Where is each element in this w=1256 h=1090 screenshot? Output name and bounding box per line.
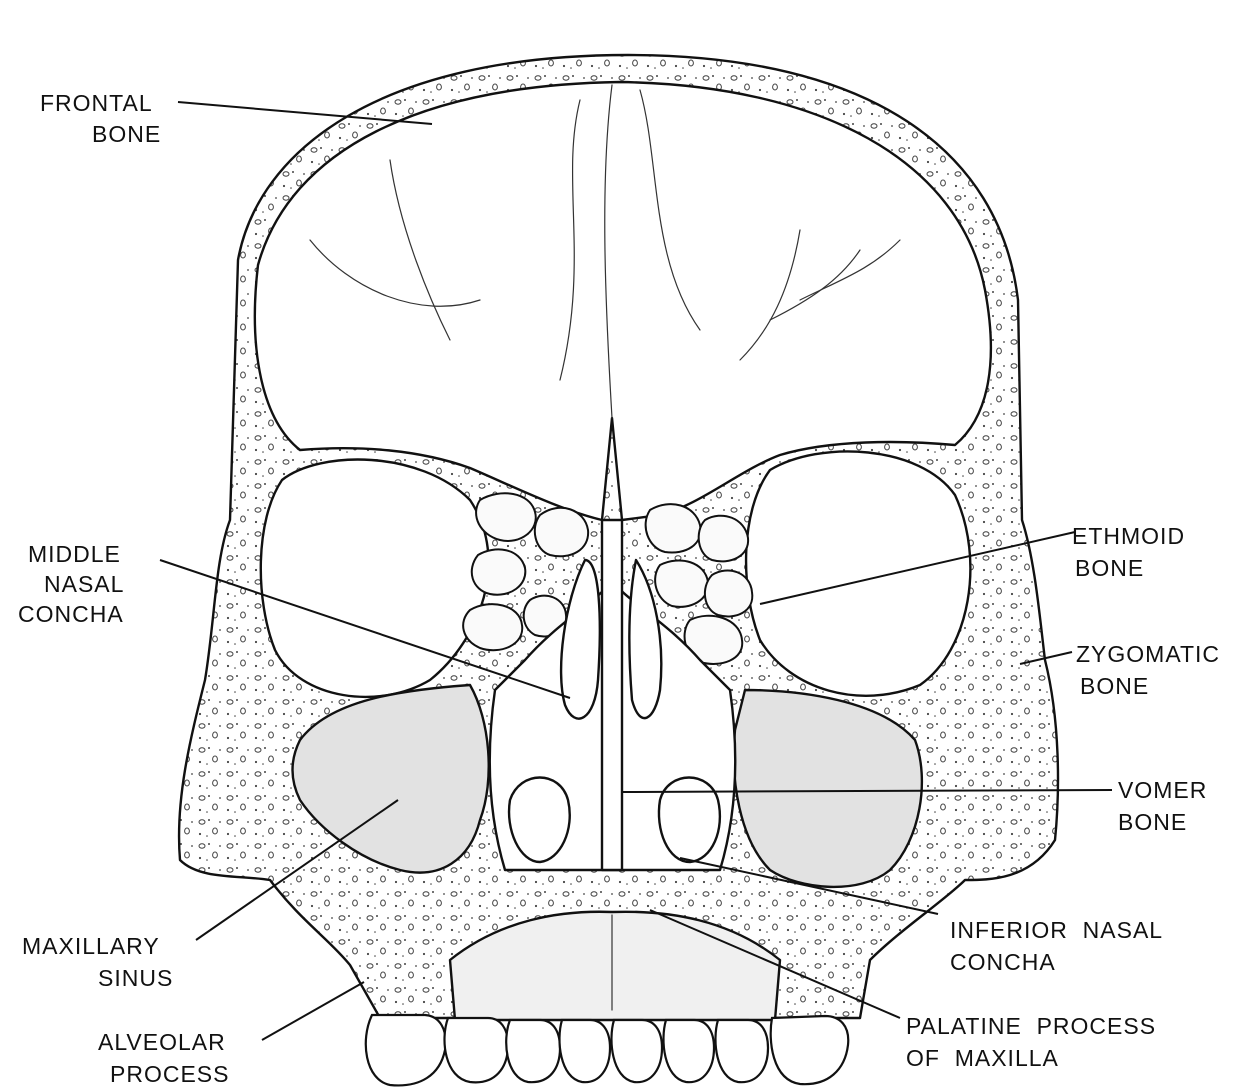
label-zygomatic-bone-line2: BONE bbox=[1080, 673, 1149, 699]
label-palatine-process-line2: OF MAXILLA bbox=[906, 1045, 1059, 1071]
label-ethmoid-bone-line1: ETHMOID bbox=[1072, 523, 1185, 549]
label-ethmoid-bone-line2: BONE bbox=[1075, 555, 1144, 581]
right-inferior-nasal-concha bbox=[659, 778, 720, 863]
nasal-septum bbox=[602, 520, 622, 870]
label-maxillary-sinus-line1: MAXILLARY bbox=[22, 933, 160, 959]
label-frontal-bone-line2: BONE bbox=[92, 121, 161, 147]
skull bbox=[179, 55, 1058, 1085]
label-inferior-nasal-concha-line2: CONCHA bbox=[950, 949, 1056, 975]
label-zygomatic-bone-line1: ZYGOMATIC bbox=[1076, 641, 1220, 667]
label-alveolar-process-line1: ALVEOLAR bbox=[98, 1029, 226, 1055]
alveolar-process-leader bbox=[262, 982, 364, 1040]
label-inferior-nasal-concha-line1: INFERIOR NASAL bbox=[950, 917, 1163, 943]
label-vomer-bone-line1: VOMER bbox=[1118, 777, 1207, 803]
label-middle-nasal-concha-line3: CONCHA bbox=[18, 601, 124, 627]
label-alveolar-process-line2: PROCESS bbox=[110, 1061, 229, 1087]
label-frontal-bone-line1: FRONTAL bbox=[40, 90, 153, 116]
teeth-row bbox=[366, 1015, 848, 1085]
label-vomer-bone-line2: BONE bbox=[1118, 809, 1187, 835]
right-orbit bbox=[746, 451, 970, 695]
label-maxillary-sinus-line2: SINUS bbox=[98, 965, 173, 991]
label-middle-nasal-concha-line1: MIDDLE bbox=[28, 541, 121, 567]
label-palatine-process-line1: PALATINE PROCESS bbox=[906, 1013, 1156, 1039]
label-middle-nasal-concha-line2: NASAL bbox=[44, 571, 124, 597]
